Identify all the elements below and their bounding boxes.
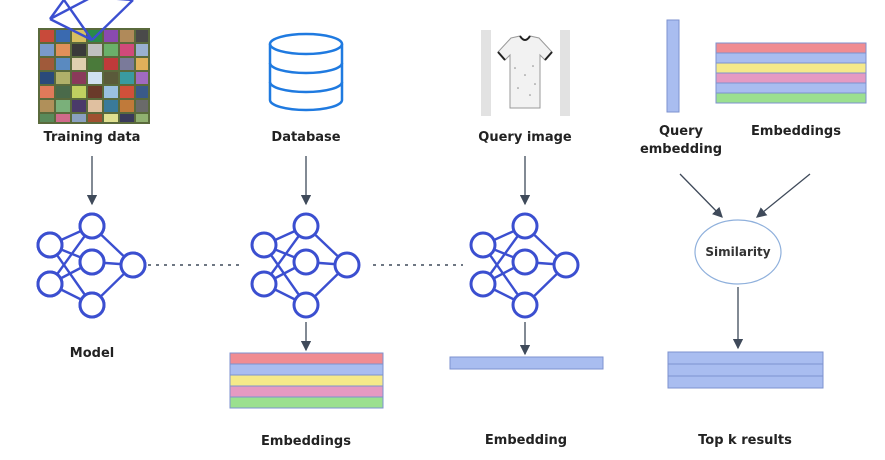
embeddings-bottom-label: Embeddings — [261, 434, 351, 449]
similarity-node — [694, 219, 782, 285]
top-k-results-label: Top k results — [698, 433, 792, 448]
top-k-results-stack — [667, 351, 824, 389]
model-label: Model — [70, 346, 114, 361]
embedding-label: Embedding — [485, 433, 567, 448]
similarity-label: Similarity — [705, 245, 770, 259]
training-data-label: Training data — [44, 130, 141, 145]
neural-network-nodes — [36, 212, 147, 319]
neural-network-icon — [250, 212, 361, 319]
image-grid-icon — [38, 28, 150, 124]
embeddings-top-label: Embeddings — [751, 124, 841, 139]
query-embedding-vertical-bar — [666, 19, 680, 113]
query-image-label: Query image — [478, 130, 572, 145]
arrow-embeddings-to-similarity — [755, 173, 811, 218]
database-embeddings-stack — [229, 352, 384, 409]
query-embedding-label-line2: embedding — [640, 142, 722, 157]
database-icon — [268, 32, 344, 112]
database-label: Database — [271, 130, 340, 145]
tshirt-photo-icon — [481, 30, 570, 116]
arrow-query-to-similarity — [679, 173, 723, 218]
neural-network-icon — [469, 212, 580, 319]
query-embedding-label-line1: Query — [659, 124, 704, 139]
database-embeddings-stack-top — [715, 42, 867, 104]
query-embedding-bar — [449, 356, 604, 370]
